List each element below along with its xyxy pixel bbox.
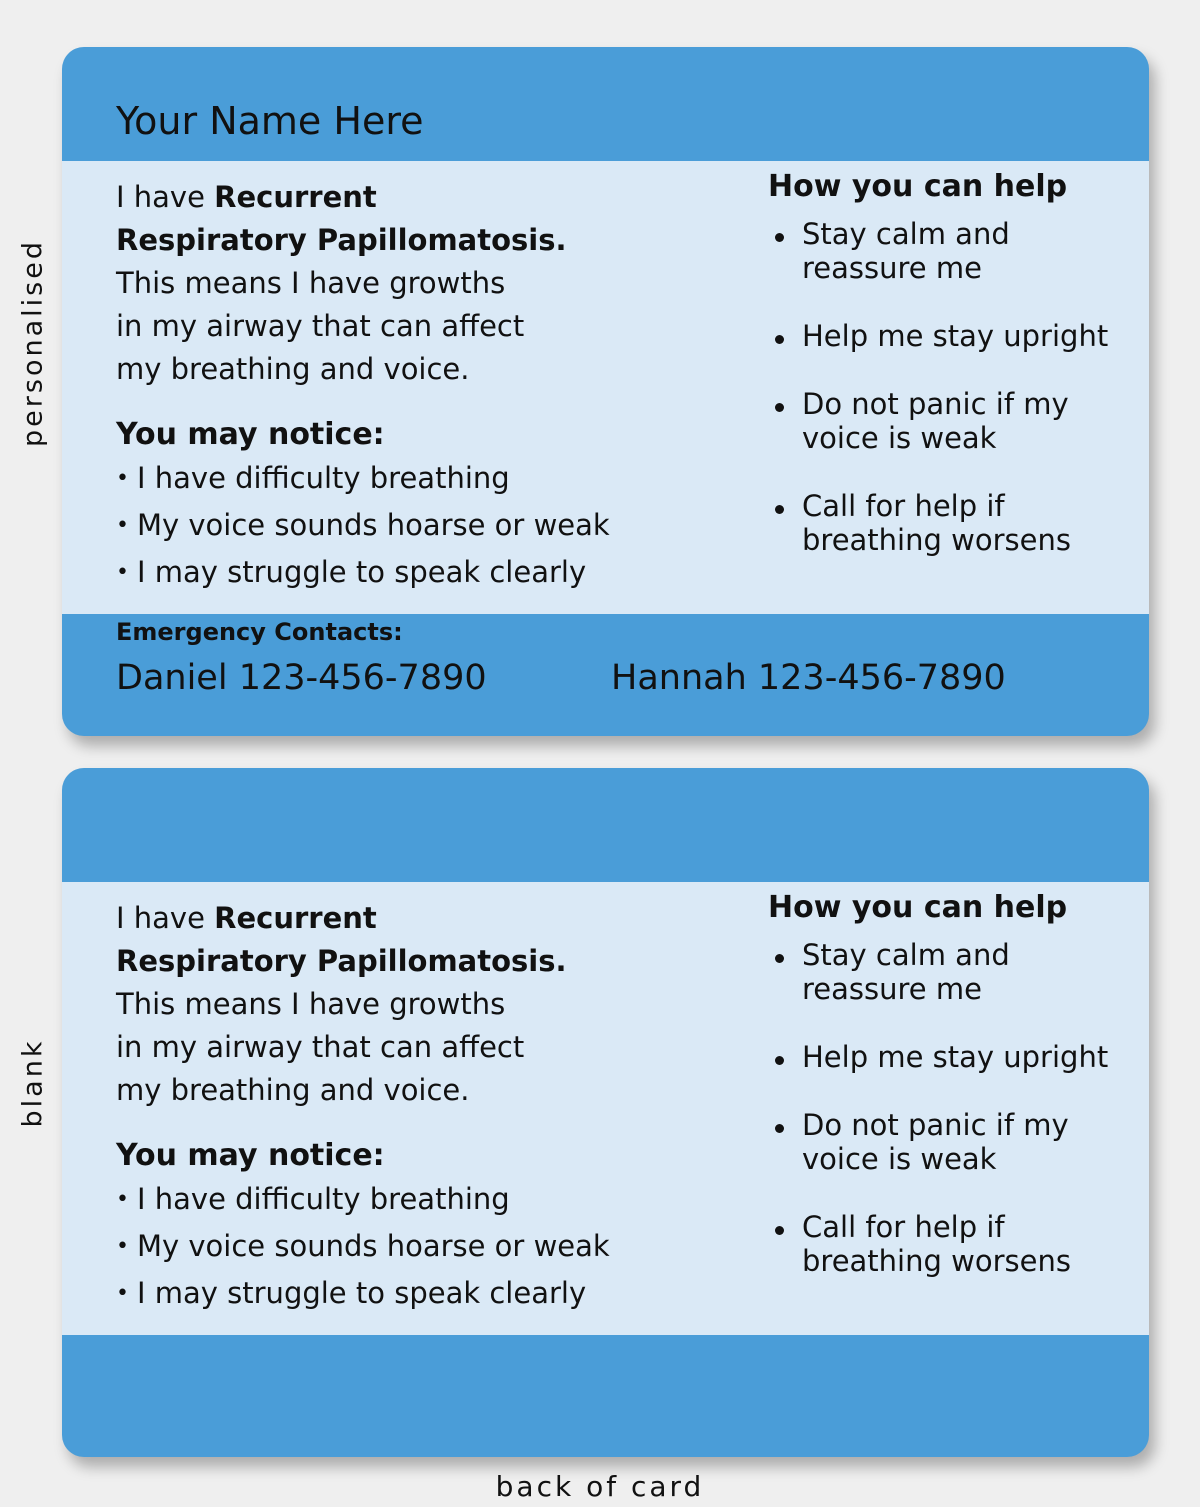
card-holder-name: Your Name Here bbox=[116, 99, 424, 143]
notice-item: My voice sounds hoarse or weak bbox=[116, 502, 716, 549]
notice-item: I have difficulty breathing bbox=[116, 1176, 716, 1223]
notice-item: I have difficulty breathing bbox=[116, 455, 716, 502]
card-personalised: Your Name Here I have Recurrent Respirat… bbox=[62, 47, 1149, 736]
card-body: I have Recurrent Respiratory Papillomato… bbox=[62, 882, 1149, 1335]
description-line: in my airway that can affect bbox=[116, 1030, 525, 1064]
emergency-band: Emergency Contacts: Daniel 123-456-7890 … bbox=[62, 614, 1149, 736]
notice-title: You may notice: bbox=[116, 417, 385, 452]
intro-prefix: I have bbox=[116, 180, 215, 214]
side-label-personalised: personalised bbox=[17, 239, 49, 447]
condition-description: I have Recurrent Respiratory Papillomato… bbox=[116, 897, 716, 1112]
description-line: This means I have growths bbox=[116, 987, 506, 1021]
footer-caption: back of card bbox=[495, 1470, 705, 1503]
help-item: Help me stay upright bbox=[768, 1040, 1128, 1074]
description-line: in my airway that can affect bbox=[116, 309, 525, 343]
help-list: Stay calm and reassure me Help me stay u… bbox=[768, 217, 1128, 557]
notice-title: You may notice: bbox=[116, 1138, 385, 1173]
description-line: my breathing and voice. bbox=[116, 1073, 470, 1107]
help-list: Stay calm and reassure me Help me stay u… bbox=[768, 938, 1128, 1278]
condition-name-line2: Respiratory Papillomatosis. bbox=[116, 944, 567, 978]
card-header-band: Your Name Here bbox=[62, 47, 1149, 161]
help-item: Stay calm and reassure me bbox=[768, 938, 1128, 1006]
notice-list: I have difficulty breathing My voice sou… bbox=[116, 455, 716, 596]
side-label-blank: blank bbox=[17, 1038, 49, 1128]
help-title: How you can help bbox=[768, 169, 1068, 204]
help-info: How you can help Stay calm and reassure … bbox=[768, 167, 1128, 591]
notice-item: My voice sounds hoarse or weak bbox=[116, 1223, 716, 1270]
notice-item: I may struggle to speak clearly bbox=[116, 549, 716, 596]
help-item: Do not panic if my voice is weak bbox=[768, 1108, 1128, 1176]
emergency-contact: Daniel 123-456-7890 bbox=[116, 658, 487, 698]
emergency-contacts-title: Emergency Contacts: bbox=[116, 618, 403, 646]
condition-name-line1: Recurrent bbox=[214, 180, 377, 214]
condition-name-line1: Recurrent bbox=[214, 901, 377, 935]
card-blank: I have Recurrent Respiratory Papillomato… bbox=[62, 768, 1149, 1457]
card-header-band bbox=[62, 768, 1149, 882]
notice-list: I have difficulty breathing My voice sou… bbox=[116, 1176, 716, 1317]
description-line: This means I have growths bbox=[116, 266, 506, 300]
help-item: Call for help if breathing worsens bbox=[768, 1210, 1128, 1278]
blank-bottom-band bbox=[62, 1335, 1149, 1457]
intro-prefix: I have bbox=[116, 901, 215, 935]
card-body: I have Recurrent Respiratory Papillomato… bbox=[62, 161, 1149, 614]
help-item: Stay calm and reassure me bbox=[768, 217, 1128, 285]
description-line: my breathing and voice. bbox=[116, 352, 470, 386]
help-item: Help me stay upright bbox=[768, 319, 1128, 353]
condition-name-line2: Respiratory Papillomatosis. bbox=[116, 223, 567, 257]
notice-item: I may struggle to speak clearly bbox=[116, 1270, 716, 1317]
condition-info: I have Recurrent Respiratory Papillomato… bbox=[116, 176, 716, 596]
help-item: Do not panic if my voice is weak bbox=[768, 387, 1128, 455]
help-info: How you can help Stay calm and reassure … bbox=[768, 888, 1128, 1312]
emergency-contact: Hannah 123-456-7890 bbox=[611, 658, 1006, 698]
help-item: Call for help if breathing worsens bbox=[768, 489, 1128, 557]
condition-description: I have Recurrent Respiratory Papillomato… bbox=[116, 176, 716, 391]
condition-info: I have Recurrent Respiratory Papillomato… bbox=[116, 897, 716, 1317]
help-title: How you can help bbox=[768, 890, 1068, 925]
